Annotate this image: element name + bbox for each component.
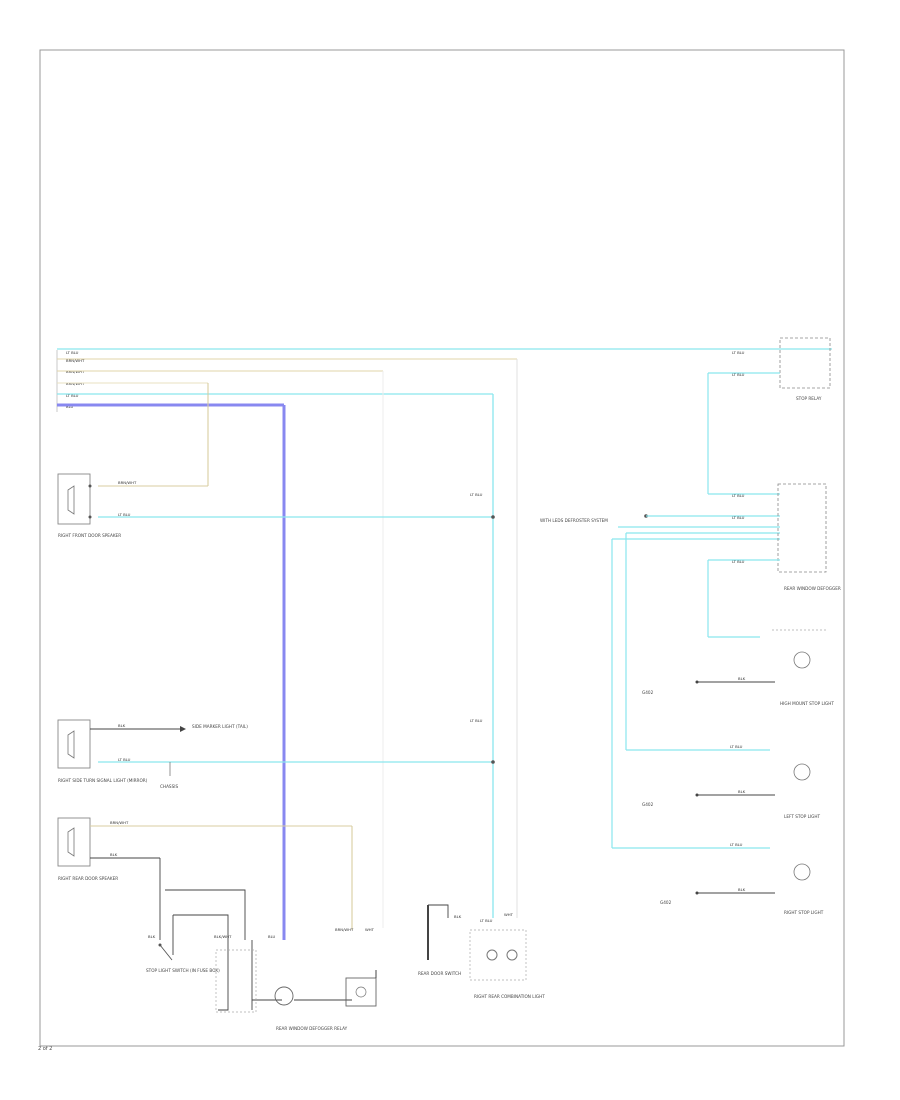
svg-text:STOP LIGHT SWITCH (IN FUSE BOX: STOP LIGHT SWITCH (IN FUSE BOX) (146, 968, 220, 973)
wire-label: LT BLU (732, 559, 745, 564)
wire-label: BLK (738, 887, 746, 892)
svg-text:RIGHT STOP LIGHT: RIGHT STOP LIGHT (784, 910, 824, 915)
right-rear-door-speaker: BRN/WHT BLK RIGHT REAR DOOR SPEAKER (57, 817, 353, 930)
wire-label: LT BLU (732, 493, 745, 498)
wire-label: BLK/WHT (214, 934, 232, 939)
wire-label: BLK (148, 934, 156, 939)
wire-label: LT BLU (732, 372, 745, 377)
wire-label: LT BLU (118, 757, 131, 762)
svg-text:REAR WINDOW DEFOGGER: REAR WINDOW DEFOGGER (784, 586, 841, 591)
svg-text:RIGHT SIDE TURN SIGNAL LIGHT (: RIGHT SIDE TURN SIGNAL LIGHT (MIRROR) (58, 778, 148, 783)
wire-label: LT BLU (732, 350, 745, 355)
svg-text:REAR WINDOW DEFOGGER RELAY: REAR WINDOW DEFOGGER RELAY (276, 1026, 348, 1031)
svg-text:RIGHT FRONT DOOR SPEAKER: RIGHT FRONT DOOR SPEAKER (58, 533, 121, 538)
svg-text:WITH LEDS DEFROSTER SYSTEM: WITH LEDS DEFROSTER SYSTEM (540, 518, 608, 523)
svg-text:G402: G402 (660, 900, 672, 905)
right-side-turn-signal: BLK SIDE MARKER LIGHT (TAIL) RIGHT SIDE … (57, 719, 248, 789)
svg-text:LEFT STOP LIGHT: LEFT STOP LIGHT (784, 814, 821, 819)
right-front-door-speaker: RIGHT FRONT DOOR SPEAKER (57, 473, 121, 538)
svg-text:G402: G402 (642, 690, 654, 695)
wire-label: LT BLU (118, 512, 131, 517)
wire-label: BLK (738, 789, 746, 794)
wire-label: BLK (738, 676, 746, 681)
junction-connector: WITH LEDS DEFROSTER SYSTEM (540, 514, 780, 540)
wire-label: BRN/WHT (110, 820, 129, 825)
wire-label: LT BLU (480, 918, 493, 923)
high-mount-stop-light: BLK HIGH MOUNT STOP LIGHT G402 (642, 629, 834, 706)
svg-text:STOP RELAY: STOP RELAY (796, 396, 822, 401)
wire-label: WHT (504, 912, 514, 917)
wire-label: BLK (110, 852, 118, 857)
svg-text:RIGHT REAR COMBINATION LIGHT: RIGHT REAR COMBINATION LIGHT (474, 994, 545, 999)
wire-label: BRN/WHT (335, 927, 354, 932)
wire-label: BLK (118, 723, 126, 728)
wire-label: LT BLU (730, 744, 743, 749)
rear-window-defogger: LT BLU LT BLU LT BLU REAR WINDOW DEFOGGE… (707, 483, 841, 638)
svg-text:HIGH MOUNT STOP LIGHT: HIGH MOUNT STOP LIGHT (780, 701, 834, 706)
wire-label: WHT (365, 927, 375, 932)
ground-network (159, 858, 352, 1011)
wire-label: BLU (268, 934, 276, 939)
left-stop-light: BLK LEFT STOP LIGHT G402 (642, 763, 821, 819)
page-number: 2 of 2 (38, 1046, 53, 1052)
stop-light-switch: STOP LIGHT SWITCH (IN FUSE BOX) (146, 943, 220, 973)
svg-text:REAR DOOR SWITCH: REAR DOOR SWITCH (418, 971, 461, 976)
harness-label: LT BLU (66, 393, 79, 398)
rear-window-defogger-relay: REAR WINDOW DEFOGGER RELAY (215, 949, 377, 1031)
harness-label: LT BLU (66, 350, 79, 355)
harness-label: BRN/WHT (66, 358, 85, 363)
diagram-frame (39, 49, 845, 1047)
svg-text:CHASSIS: CHASSIS (160, 784, 178, 789)
wire-label: BLK (454, 914, 462, 919)
right-rear-combination-light: LT BLU WHT RIGHT REAR COMBINATION LIGHT (469, 912, 545, 999)
wire-label: LT BLU (470, 718, 483, 723)
wire-label: BRN/WHT (118, 480, 137, 485)
svg-text:SIDE MARKER LIGHT (TAIL): SIDE MARKER LIGHT (TAIL) (192, 724, 248, 729)
wire-label: LT BLU (732, 515, 745, 520)
svg-text:RIGHT REAR DOOR SPEAKER: RIGHT REAR DOOR SPEAKER (58, 876, 118, 881)
stop-relay: LT BLU LT BLU STOP RELAY (707, 337, 831, 495)
rear-door-switch: BLK REAR DOOR SWITCH (418, 904, 462, 976)
wire-label: LT BLU (730, 842, 743, 847)
wire-label: LT BLU (470, 492, 483, 497)
svg-text:G402: G402 (642, 802, 654, 807)
right-stop-light: BLK RIGHT STOP LIGHT G402 (660, 863, 824, 915)
